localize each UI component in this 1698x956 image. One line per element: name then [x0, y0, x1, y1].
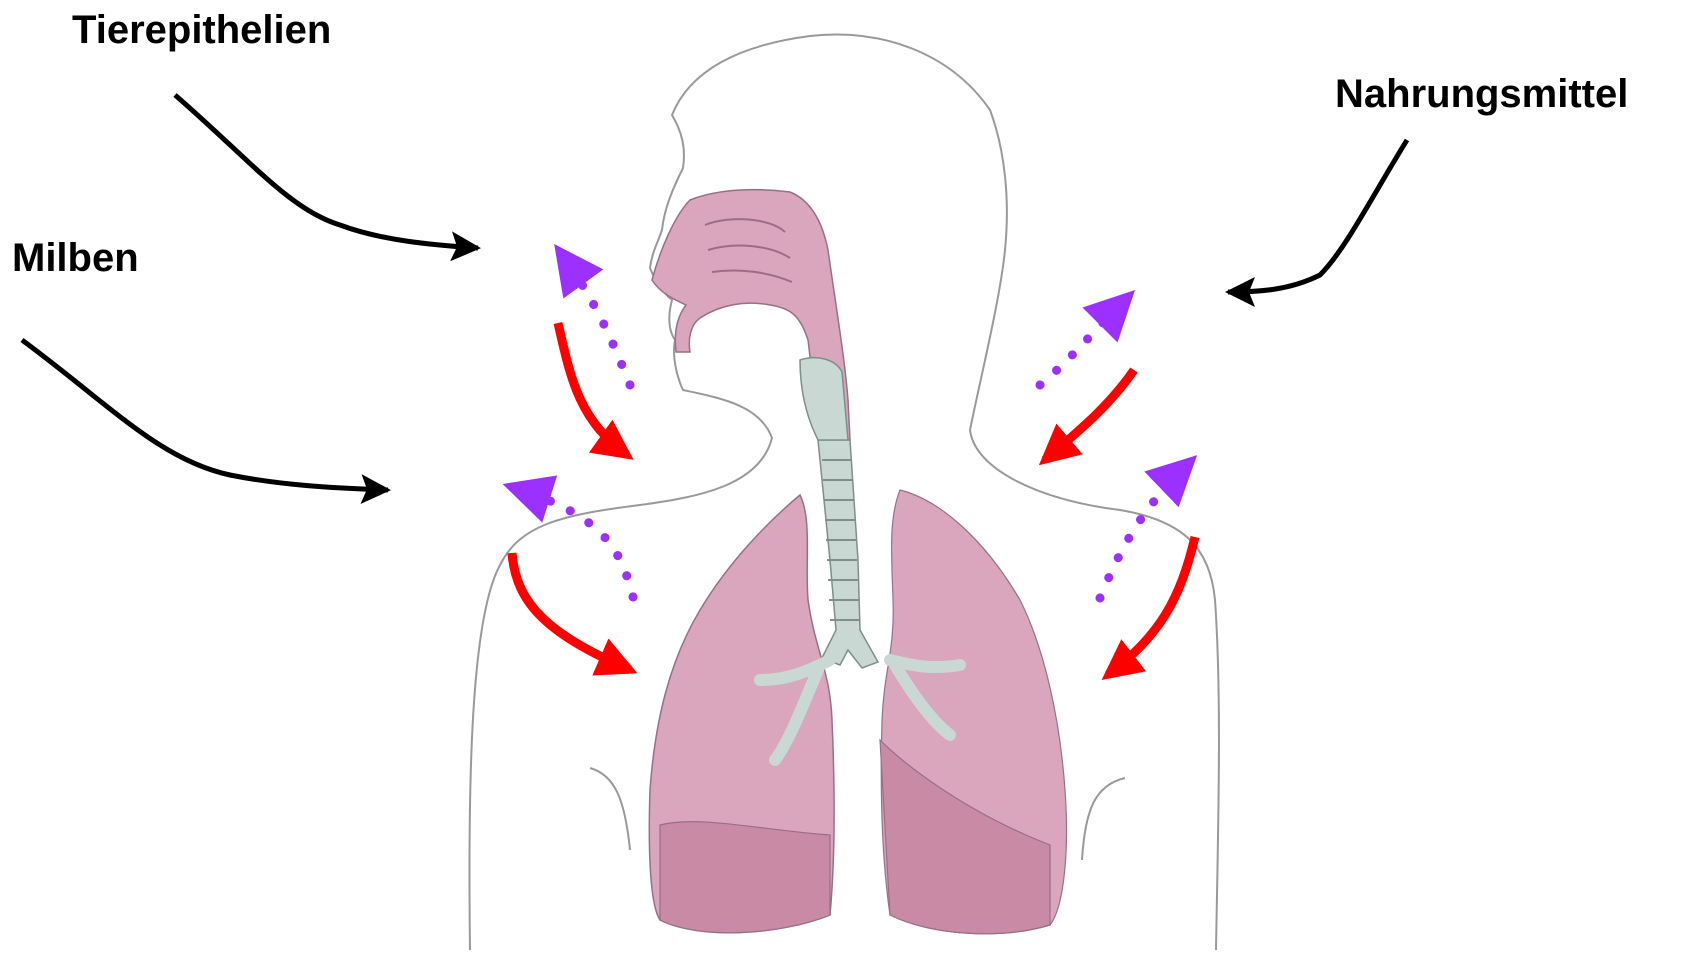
larynx	[800, 358, 848, 440]
trachea	[818, 440, 878, 668]
arrow-nahrungsmittel	[1228, 140, 1407, 292]
right-arm-line	[1082, 778, 1125, 860]
left-lung-lower-lobe	[660, 822, 830, 933]
label-nahrungsmittel: Nahrungsmittel	[1335, 74, 1628, 114]
dotted-arrow-upper-right	[1040, 297, 1128, 385]
arrow-milben	[22, 340, 388, 490]
left-arm-line	[590, 768, 630, 850]
red-arrow-lower-left	[512, 553, 630, 670]
red-arrow-upper-right	[1045, 370, 1134, 460]
label-milben: Milben	[12, 238, 139, 278]
arrow-tierepithelien	[175, 95, 478, 248]
label-tierepithelien: Tierepithelien	[72, 10, 331, 50]
dotted-arrow-lower-left	[512, 487, 633, 597]
